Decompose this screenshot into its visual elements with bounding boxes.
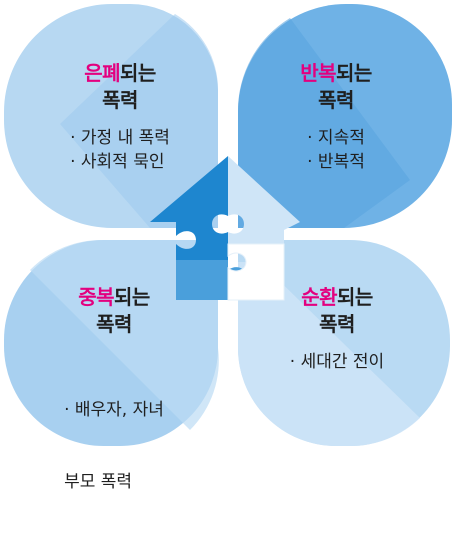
petal-shapes: [4, 4, 452, 447]
list-item: 부모 폭력: [64, 472, 133, 492]
keyword: 은폐: [84, 61, 120, 85]
puzzle-piece-lower-right: [227, 243, 285, 301]
panel-bottom-right-title: 순환되는: [272, 284, 402, 310]
title-suffix: 되는: [114, 285, 150, 309]
panel-bottom-left-title: 중복되는: [44, 284, 184, 310]
panel-top-right-title-line2: 폭력: [318, 88, 354, 112]
panel-top-left-title-line2: 폭력: [102, 88, 138, 112]
puzzle-house-icon: [150, 156, 300, 301]
panel-bottom-right-items: · 세대간 전이: [290, 350, 384, 374]
petal-bottom-right-shade: [238, 262, 420, 447]
list-item: · 사회적 묵인: [70, 152, 165, 172]
panel-top-right-items: · 지속적 · 반복적: [307, 126, 365, 174]
puzzle-piece-right-roof: [228, 156, 300, 244]
panel-top-left-title: 은폐되는: [50, 60, 190, 86]
panel-top-right: 반복되는 폭력 · 지속적 · 반복적: [276, 60, 396, 174]
panel-bottom-left-items: · 배우자, 자녀 부모 폭력: [64, 350, 164, 542]
panel-top-right-title: 반복되는: [276, 60, 396, 86]
panel-top-left-items: · 가정 내 폭력 · 사회적 묵인: [70, 126, 170, 174]
list-item: · 반복적: [307, 152, 365, 172]
petal-top-right-shade: [237, 18, 410, 228]
title-suffix: 되는: [337, 285, 373, 309]
panel-bottom-left-title-line2: 폭력: [96, 312, 132, 336]
keyword: 순환: [301, 285, 337, 309]
panel-top-left: 은폐되는 폭력 · 가정 내 폭력 · 사회적 묵인: [50, 60, 190, 174]
violence-diagram: 은폐되는 폭력 · 가정 내 폭력 · 사회적 묵인 반복되는 폭력 · 지속적…: [4, 4, 452, 492]
title-suffix: 되는: [336, 61, 372, 85]
keyword: 중복: [78, 285, 114, 309]
panel-bottom-left: 중복되는 폭력 · 배우자, 자녀 부모 폭력: [44, 284, 184, 542]
title-suffix: 되는: [120, 61, 156, 85]
petal-bottom-left-shade: [30, 239, 219, 430]
list-item: · 배우자, 자녀: [64, 400, 164, 420]
panel-bottom-right: 순환되는 폭력 · 세대간 전이: [272, 284, 402, 374]
keyword: 반복: [300, 61, 336, 85]
list-item: · 가정 내 폭력: [70, 128, 170, 148]
list-item: · 지속적: [307, 128, 365, 148]
petal-top-left-shade: [60, 14, 219, 228]
panel-bottom-right-title-line2: 폭력: [319, 312, 355, 336]
puzzle-piece-left-roof: [150, 156, 228, 260]
list-item: · 세대간 전이: [289, 352, 385, 372]
